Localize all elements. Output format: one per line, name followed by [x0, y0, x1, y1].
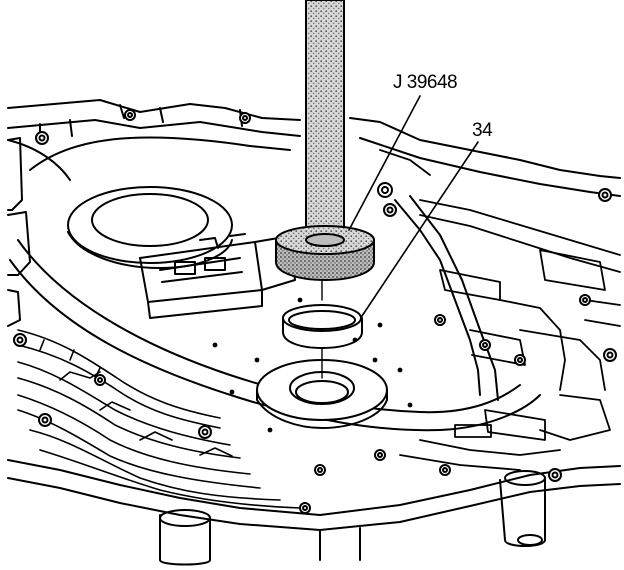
oil-passages-left: [17, 329, 301, 509]
callout-tool-label: J 39648: [393, 72, 458, 93]
case-upper-edge: [7, 99, 621, 197]
callout-seal-label: 34: [472, 120, 493, 141]
seal-part-34: [282, 304, 363, 349]
leader-tool: [348, 95, 421, 231]
valve-block-left: [139, 233, 296, 319]
plate-holes: [212, 297, 413, 433]
case-lower-flange: [7, 459, 621, 566]
leader-seal: [361, 141, 479, 317]
lower-seal-bore: [256, 359, 388, 429]
case-left-flange: [7, 137, 71, 327]
case-bolts: [13, 109, 617, 514]
tool-j39648: [275, 0, 375, 281]
upper-left-bore: [67, 186, 233, 269]
leader-lines: [348, 95, 479, 317]
valve-body-right: [379, 149, 621, 471]
